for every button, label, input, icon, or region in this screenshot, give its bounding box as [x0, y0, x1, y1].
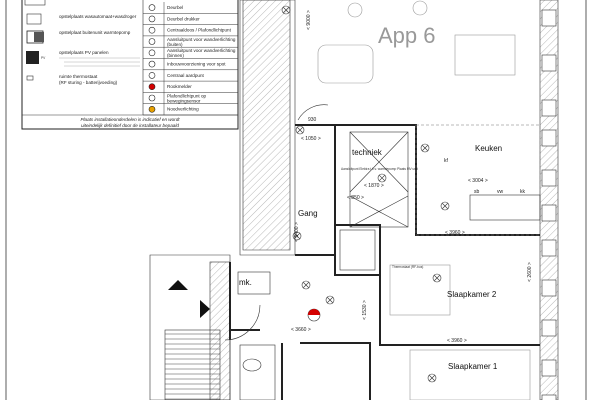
- legend-label: opstelplaats PV panelen: [59, 50, 109, 55]
- dimension: < 2600 >: [527, 262, 533, 282]
- apartment-title: App 6: [378, 23, 436, 48]
- thermostat-icon: [26, 75, 34, 81]
- window: [541, 239, 557, 257]
- room-keuken: Keuken: [475, 144, 502, 153]
- legend-symbol-icon: [148, 94, 156, 102]
- ceiling-light-icon: [440, 201, 450, 211]
- legend-label: Inbouwvoorziening voor spot: [167, 62, 226, 67]
- legend-label: Noodverlichting: [167, 107, 199, 112]
- dimension: < 5400 >: [294, 222, 300, 242]
- legend-label: opstelplaats wasautomaat+wasdroger: [59, 14, 137, 19]
- ceiling-light-icon: [420, 143, 430, 153]
- window: [541, 394, 557, 400]
- legend-label: (RF sturing - batterijvoeding): [59, 80, 118, 85]
- dimension: < 3960 >: [445, 230, 465, 236]
- legend-label: Rookmelder: [167, 84, 192, 89]
- stair-arrow-icon: [200, 300, 210, 318]
- room-slaapkamer-1: Slaapkamer 1: [448, 362, 498, 371]
- ceiling-light-icon: [281, 5, 291, 15]
- window: [541, 99, 557, 117]
- label-vw: vw: [497, 189, 504, 195]
- window: [541, 54, 557, 72]
- legend-symbol-icon: [148, 83, 156, 90]
- legend-label: Deurbel: [167, 5, 183, 10]
- legend-footer: Plaats installatieonderdelen is indicati…: [80, 117, 180, 122]
- meterkast: [237, 271, 271, 295]
- legend-symbol-icon: [148, 106, 156, 113]
- legend-label: Centraaldoos / Plafondlichtpunt: [167, 28, 232, 33]
- dimension: < 1050 >: [301, 136, 321, 142]
- dimension: < 850 >: [347, 195, 364, 201]
- exterior-wall: [242, 0, 291, 251]
- room-techniek: techniek: [352, 148, 383, 157]
- wall: [295, 124, 540, 236]
- window: [541, 9, 557, 27]
- legend-symbol-icon: [148, 60, 156, 68]
- legend-symbol-icon: [148, 38, 156, 45]
- toilet: [242, 358, 262, 372]
- dimension: < 9000 >: [306, 10, 312, 30]
- thermostat-label: Thermostaat (RF-bus): [392, 265, 423, 269]
- dimension: < 1870 >: [364, 183, 384, 189]
- dimension: < 3660 >: [291, 327, 311, 333]
- room-gang: Gang: [298, 209, 318, 218]
- window: [541, 359, 557, 377]
- legend-label: Aansluitpunt voor wandverlichting: [167, 37, 236, 42]
- stairs: [164, 329, 221, 400]
- dimension: < 3960 >: [447, 338, 467, 344]
- legend: PV opstelplaats wasautomaat+wasdroger op…: [21, 0, 239, 130]
- label-sb: sb: [474, 189, 480, 195]
- dining-table: [454, 34, 516, 76]
- window: [541, 204, 557, 222]
- window: [541, 279, 557, 297]
- door-width: 930: [308, 117, 317, 123]
- window: [541, 169, 557, 187]
- kitchen-area: [415, 124, 541, 236]
- legend-symbol-icon: [148, 4, 156, 11]
- legend-label: (buiten): [167, 42, 183, 47]
- pv-note: PV: [41, 56, 46, 60]
- ceiling-light-icon: [325, 295, 335, 305]
- legend-symbol-icon: [148, 49, 156, 57]
- sofa: [317, 44, 374, 84]
- window: [541, 319, 557, 337]
- legend-symbol-icon: [148, 26, 156, 34]
- legend-label: Plafondlichtpunt op: [167, 93, 207, 98]
- legend-symbol-icon: [148, 15, 156, 23]
- legend-label: bewegingsensor: [167, 98, 201, 103]
- room-meterkast: mk.: [239, 278, 252, 287]
- label-kk: kk: [520, 189, 526, 195]
- dimension: < 3004 >: [468, 178, 488, 184]
- ceiling-light-icon: [432, 273, 442, 283]
- legend-label: (binnen): [167, 53, 184, 58]
- pv-panel-icon: [26, 51, 39, 64]
- connection-note: Aansluitpunt Elektra t.b.v. warmtepomp P…: [341, 167, 418, 171]
- window: [541, 129, 557, 147]
- ceiling-light-icon: [292, 231, 302, 241]
- dimension: < 1530 >: [362, 300, 368, 320]
- ceiling-light-icon: [295, 125, 305, 135]
- ceiling-light-icon: [377, 173, 387, 183]
- legend-label: ruimte thermostaat: [59, 74, 98, 79]
- legend-label: Deurbel drukker: [167, 16, 200, 21]
- room-slaapkamer-2: Slaapkamer 2: [447, 290, 497, 299]
- legend-label: opstelplaat buitenunit warmtepomp: [59, 30, 131, 35]
- label-kf: kf: [444, 158, 449, 164]
- washer-icon: [26, 13, 42, 25]
- legend-symbol-icon: [148, 72, 156, 79]
- legend-footer: uiteindelijk definitief door de installa…: [81, 123, 179, 128]
- stair-arrow-icon: [168, 280, 188, 290]
- rookmelder-icon: [307, 308, 321, 322]
- legend-label: Aansluitpunt voor wandverlichting: [167, 48, 236, 53]
- ceiling-light-icon: [301, 280, 311, 290]
- ceiling-light-icon: [427, 373, 437, 383]
- legend-label: Centraal aardpunt: [167, 73, 204, 78]
